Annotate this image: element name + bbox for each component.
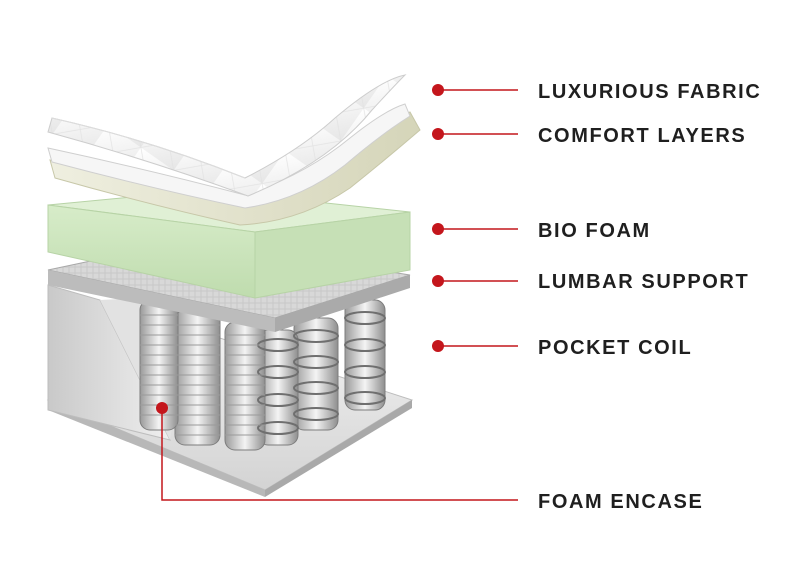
- label-bio-foam: BIO FOAM: [538, 220, 651, 242]
- label-luxurious-fabric: LUXURIOUS FABRIC: [538, 81, 762, 103]
- label-pocket-coil: POCKET COIL: [538, 337, 693, 359]
- label-lumbar-support: LUMBAR SUPPORT: [538, 271, 750, 293]
- label-comfort-layers: COMFORT LAYERS: [538, 125, 747, 147]
- label-foam-encase: FOAM ENCASE: [538, 491, 704, 513]
- pocket-coils: [139, 299, 386, 451]
- callout-leaders: [156, 84, 518, 501]
